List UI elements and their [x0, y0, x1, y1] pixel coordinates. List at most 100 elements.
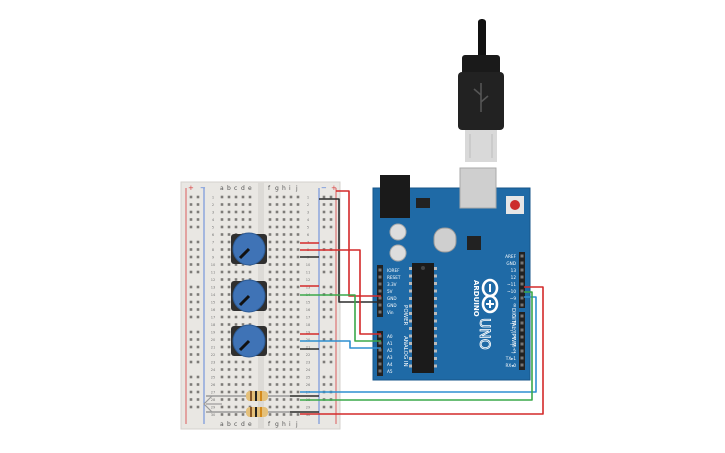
- bb-hole[interactable]: [241, 383, 245, 386]
- bb-hole[interactable]: [289, 263, 293, 266]
- bb-hole[interactable]: [227, 293, 231, 296]
- bb-hole[interactable]: [268, 203, 272, 206]
- bb-hole[interactable]: [227, 225, 231, 229]
- header-pin[interactable]: [378, 275, 382, 279]
- bb-hole[interactable]: [275, 383, 279, 386]
- bb-hole[interactable]: [296, 398, 300, 401]
- bb-hole[interactable]: [282, 278, 286, 281]
- rail-hole[interactable]: [189, 248, 193, 251]
- bb-hole[interactable]: [220, 195, 224, 199]
- bb-hole[interactable]: [220, 300, 224, 304]
- bb-hole[interactable]: [227, 375, 231, 379]
- bb-hole[interactable]: [227, 323, 231, 326]
- bb-hole[interactable]: [268, 300, 272, 304]
- bb-hole[interactable]: [234, 323, 238, 326]
- bb-hole[interactable]: [268, 413, 272, 416]
- rail-hole[interactable]: [329, 383, 333, 386]
- bb-hole[interactable]: [296, 368, 300, 371]
- rail-hole[interactable]: [329, 405, 333, 409]
- rail-hole[interactable]: [196, 293, 200, 296]
- potentiometer-1[interactable]: [231, 232, 267, 266]
- header-pin[interactable]: [520, 328, 524, 332]
- header-pin[interactable]: [520, 321, 524, 325]
- bb-hole[interactable]: [227, 330, 231, 334]
- bb-hole[interactable]: [248, 323, 252, 326]
- bb-hole[interactable]: [220, 405, 224, 409]
- bb-hole[interactable]: [234, 203, 238, 206]
- rail-hole[interactable]: [196, 345, 200, 349]
- rail-hole[interactable]: [196, 285, 200, 289]
- bb-hole[interactable]: [227, 233, 231, 236]
- bb-hole[interactable]: [234, 360, 238, 364]
- bb-hole[interactable]: [289, 285, 293, 289]
- bb-hole[interactable]: [296, 345, 300, 349]
- bb-hole[interactable]: [220, 323, 224, 326]
- bb-hole[interactable]: [248, 203, 252, 206]
- bb-hole[interactable]: [289, 225, 293, 229]
- bb-hole[interactable]: [220, 255, 224, 259]
- bb-hole[interactable]: [268, 383, 272, 386]
- rail-hole[interactable]: [322, 195, 326, 199]
- bb-hole[interactable]: [282, 323, 286, 326]
- bb-hole[interactable]: [289, 218, 293, 221]
- header-pin[interactable]: [378, 289, 382, 293]
- header-pin[interactable]: [378, 362, 382, 366]
- bb-hole[interactable]: [227, 285, 231, 289]
- wire-to-pin-11[interactable]: [300, 286, 544, 415]
- rail-hole[interactable]: [322, 203, 326, 206]
- rail-hole[interactable]: [322, 375, 326, 379]
- bb-hole[interactable]: [296, 240, 300, 244]
- bb-hole[interactable]: [241, 210, 245, 214]
- bb-hole[interactable]: [268, 248, 272, 251]
- rail-hole[interactable]: [322, 300, 326, 304]
- bb-hole[interactable]: [282, 293, 286, 296]
- bb-hole[interactable]: [234, 413, 238, 416]
- rail-hole[interactable]: [322, 345, 326, 349]
- rail-hole[interactable]: [322, 360, 326, 364]
- bb-hole[interactable]: [268, 225, 272, 229]
- header-pin[interactable]: [520, 335, 524, 339]
- bb-hole[interactable]: [275, 353, 279, 356]
- rail-hole[interactable]: [329, 195, 333, 199]
- bb-hole[interactable]: [227, 315, 231, 319]
- bb-hole[interactable]: [296, 323, 300, 326]
- bb-hole[interactable]: [289, 203, 293, 206]
- wire-pot3-to-a2[interactable]: [300, 340, 381, 349]
- bb-hole[interactable]: [268, 330, 272, 334]
- bb-hole[interactable]: [241, 225, 245, 229]
- bb-hole[interactable]: [234, 398, 238, 401]
- bb-hole[interactable]: [296, 278, 300, 281]
- bb-hole[interactable]: [268, 285, 272, 289]
- header-pin[interactable]: [520, 296, 524, 300]
- rail-hole[interactable]: [329, 345, 333, 349]
- rail-hole[interactable]: [329, 210, 333, 214]
- bb-hole[interactable]: [268, 210, 272, 214]
- bb-hole[interactable]: [296, 270, 300, 274]
- header-pin[interactable]: [520, 303, 524, 307]
- bb-hole[interactable]: [275, 300, 279, 304]
- bb-hole[interactable]: [241, 360, 245, 364]
- usb-cable[interactable]: [458, 19, 504, 162]
- bb-hole[interactable]: [282, 338, 286, 341]
- rail-hole[interactable]: [329, 315, 333, 319]
- bb-hole[interactable]: [282, 413, 286, 416]
- bb-hole[interactable]: [220, 293, 224, 296]
- rail-hole[interactable]: [322, 338, 326, 341]
- bb-hole[interactable]: [282, 383, 286, 386]
- bb-hole[interactable]: [289, 255, 293, 259]
- rail-hole[interactable]: [189, 345, 193, 349]
- bb-hole[interactable]: [241, 315, 245, 319]
- bb-hole[interactable]: [220, 225, 224, 229]
- rail-hole[interactable]: [322, 308, 326, 311]
- rail-hole[interactable]: [329, 353, 333, 356]
- header-pin[interactable]: [520, 314, 524, 318]
- bb-hole[interactable]: [289, 308, 293, 311]
- bb-hole[interactable]: [234, 368, 238, 371]
- bb-hole[interactable]: [275, 278, 279, 281]
- bb-hole[interactable]: [220, 218, 224, 221]
- rail-hole[interactable]: [322, 315, 326, 319]
- rail-hole[interactable]: [329, 225, 333, 229]
- bb-hole[interactable]: [268, 315, 272, 319]
- bb-hole[interactable]: [282, 353, 286, 356]
- rail-hole[interactable]: [189, 210, 193, 214]
